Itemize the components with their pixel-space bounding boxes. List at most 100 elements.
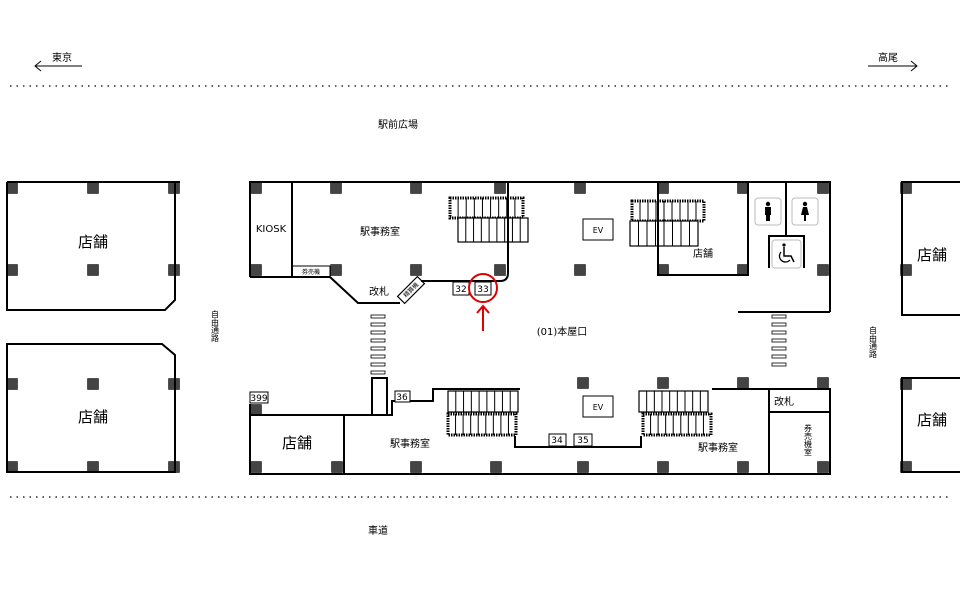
- tactile-paving: [370, 362, 386, 367]
- stairs-top-left-upper: [448, 196, 525, 220]
- pillar: [490, 461, 502, 473]
- stairs-top-right-upper: [630, 199, 706, 223]
- shop-left-top: [6, 181, 180, 311]
- direction-takao: 高尾: [868, 51, 918, 72]
- exit-33[interactable]: [474, 281, 492, 296]
- tactile-paving: [771, 314, 787, 319]
- exit-399-label: 399: [250, 394, 267, 404]
- station-lower: 店舗 駅事務室 駅事務室 改札 券売機室: [249, 377, 831, 475]
- exit-33-label: 33: [477, 285, 488, 295]
- pillar: [577, 377, 589, 389]
- pillar: [900, 378, 912, 390]
- exit-34-label: 34: [551, 436, 563, 446]
- tactile-paving: [771, 346, 787, 351]
- shop-right-top-label: 店舗: [917, 246, 947, 264]
- elevator-top-label: EV: [593, 226, 604, 235]
- shop-left-bottom-label: 店舗: [78, 408, 108, 426]
- pillar: [410, 182, 422, 194]
- pillar: [330, 264, 342, 276]
- pillar: [817, 264, 829, 276]
- pillar: [900, 264, 912, 276]
- pillar: [494, 182, 506, 194]
- pillar: [250, 461, 262, 473]
- exit-34[interactable]: [548, 433, 567, 447]
- shop-right-bottom: [901, 377, 960, 473]
- tactile-paving: [370, 346, 386, 351]
- road-label: 車道: [368, 524, 388, 537]
- pillar: [6, 182, 18, 194]
- pillar: [737, 264, 749, 276]
- stairs-bottom-right-upper: [638, 390, 709, 413]
- tactile-paving: [370, 330, 386, 335]
- exit-399[interactable]: [249, 391, 269, 404]
- ticket-machine-label: 券売機: [302, 268, 320, 276]
- shop-right-bottom-label: 店舗: [917, 411, 947, 429]
- tactile-paving: [771, 354, 787, 359]
- elevator-bottom[interactable]: [582, 395, 614, 418]
- elevator-top[interactable]: [582, 218, 614, 241]
- pillar: [817, 182, 829, 194]
- tactile-paving: [370, 322, 386, 327]
- pillar: [737, 182, 749, 194]
- tactile-paving: [771, 330, 787, 335]
- shop-left-top-label: 店舗: [78, 233, 108, 251]
- pillar: [410, 461, 422, 473]
- tactile-paving: [370, 314, 386, 319]
- kiosk-label: KIOSK: [256, 224, 287, 235]
- pillar: [250, 404, 262, 416]
- office-top-label: 駅事務室: [360, 225, 400, 238]
- office-bottom-right-label: 駅事務室: [698, 441, 738, 454]
- gate-bottom-label: 改札: [774, 395, 794, 408]
- pillar: [494, 264, 506, 276]
- office-bottom-left-label: 駅事務室: [390, 437, 430, 450]
- free-passage-left-label: 自由通路: [211, 309, 220, 342]
- pillar: [574, 182, 586, 194]
- gate-top-label: 改札: [369, 285, 389, 298]
- exit-32-label: 32: [455, 285, 466, 295]
- pillar: [330, 182, 342, 194]
- pillar: [657, 461, 669, 473]
- pillar: [250, 264, 262, 276]
- stairs-bottom-right-lower: [641, 412, 713, 437]
- pillar: [737, 461, 749, 473]
- pillar: [6, 264, 18, 276]
- pillar: [657, 377, 669, 389]
- pillar-passage: [371, 377, 388, 416]
- elevator-bottom-label: EV: [593, 403, 604, 412]
- pillar: [657, 182, 669, 194]
- exit-36[interactable]: [394, 390, 411, 403]
- tactile-paving: [771, 362, 787, 367]
- shop-inner-top-label: 店舗: [693, 247, 713, 260]
- pillar: [737, 377, 749, 389]
- exit-35[interactable]: [573, 433, 593, 447]
- pillar: [331, 461, 343, 473]
- exit-35-label: 35: [577, 436, 588, 446]
- pillar: [87, 264, 99, 276]
- shop-right-top: [901, 181, 960, 316]
- pillar: [87, 461, 99, 473]
- pillar: [87, 378, 99, 390]
- highlight-arrow-icon: [476, 304, 490, 331]
- pillar: [900, 461, 912, 473]
- tactile-paving: [370, 370, 386, 375]
- pillar: [577, 461, 589, 473]
- tactile-paving: [771, 322, 787, 327]
- pillar: [900, 182, 912, 194]
- exit-36-label: 36: [396, 393, 408, 403]
- tactile-paving: [370, 338, 386, 343]
- stairs-bottom-left-lower: [446, 412, 518, 437]
- pillar: [574, 264, 586, 276]
- shop-left-bottom: [6, 343, 176, 473]
- ticket-machine-box: [291, 265, 331, 278]
- station-upper: 券売機 精算機 KIOSK 駅事務室 改札 店舗: [249, 181, 831, 313]
- entrance-label: (01)本屋口: [537, 325, 588, 338]
- male-toilet-icon: [754, 197, 782, 226]
- pillar: [250, 182, 262, 194]
- pillar: [6, 378, 18, 390]
- pillar: [657, 264, 669, 276]
- tactile-paving: [370, 354, 386, 359]
- ticket-room-label: 券売機室: [804, 423, 813, 456]
- stairs-bottom-left-upper: [447, 390, 519, 413]
- plaza-label: 駅前広場: [378, 118, 418, 131]
